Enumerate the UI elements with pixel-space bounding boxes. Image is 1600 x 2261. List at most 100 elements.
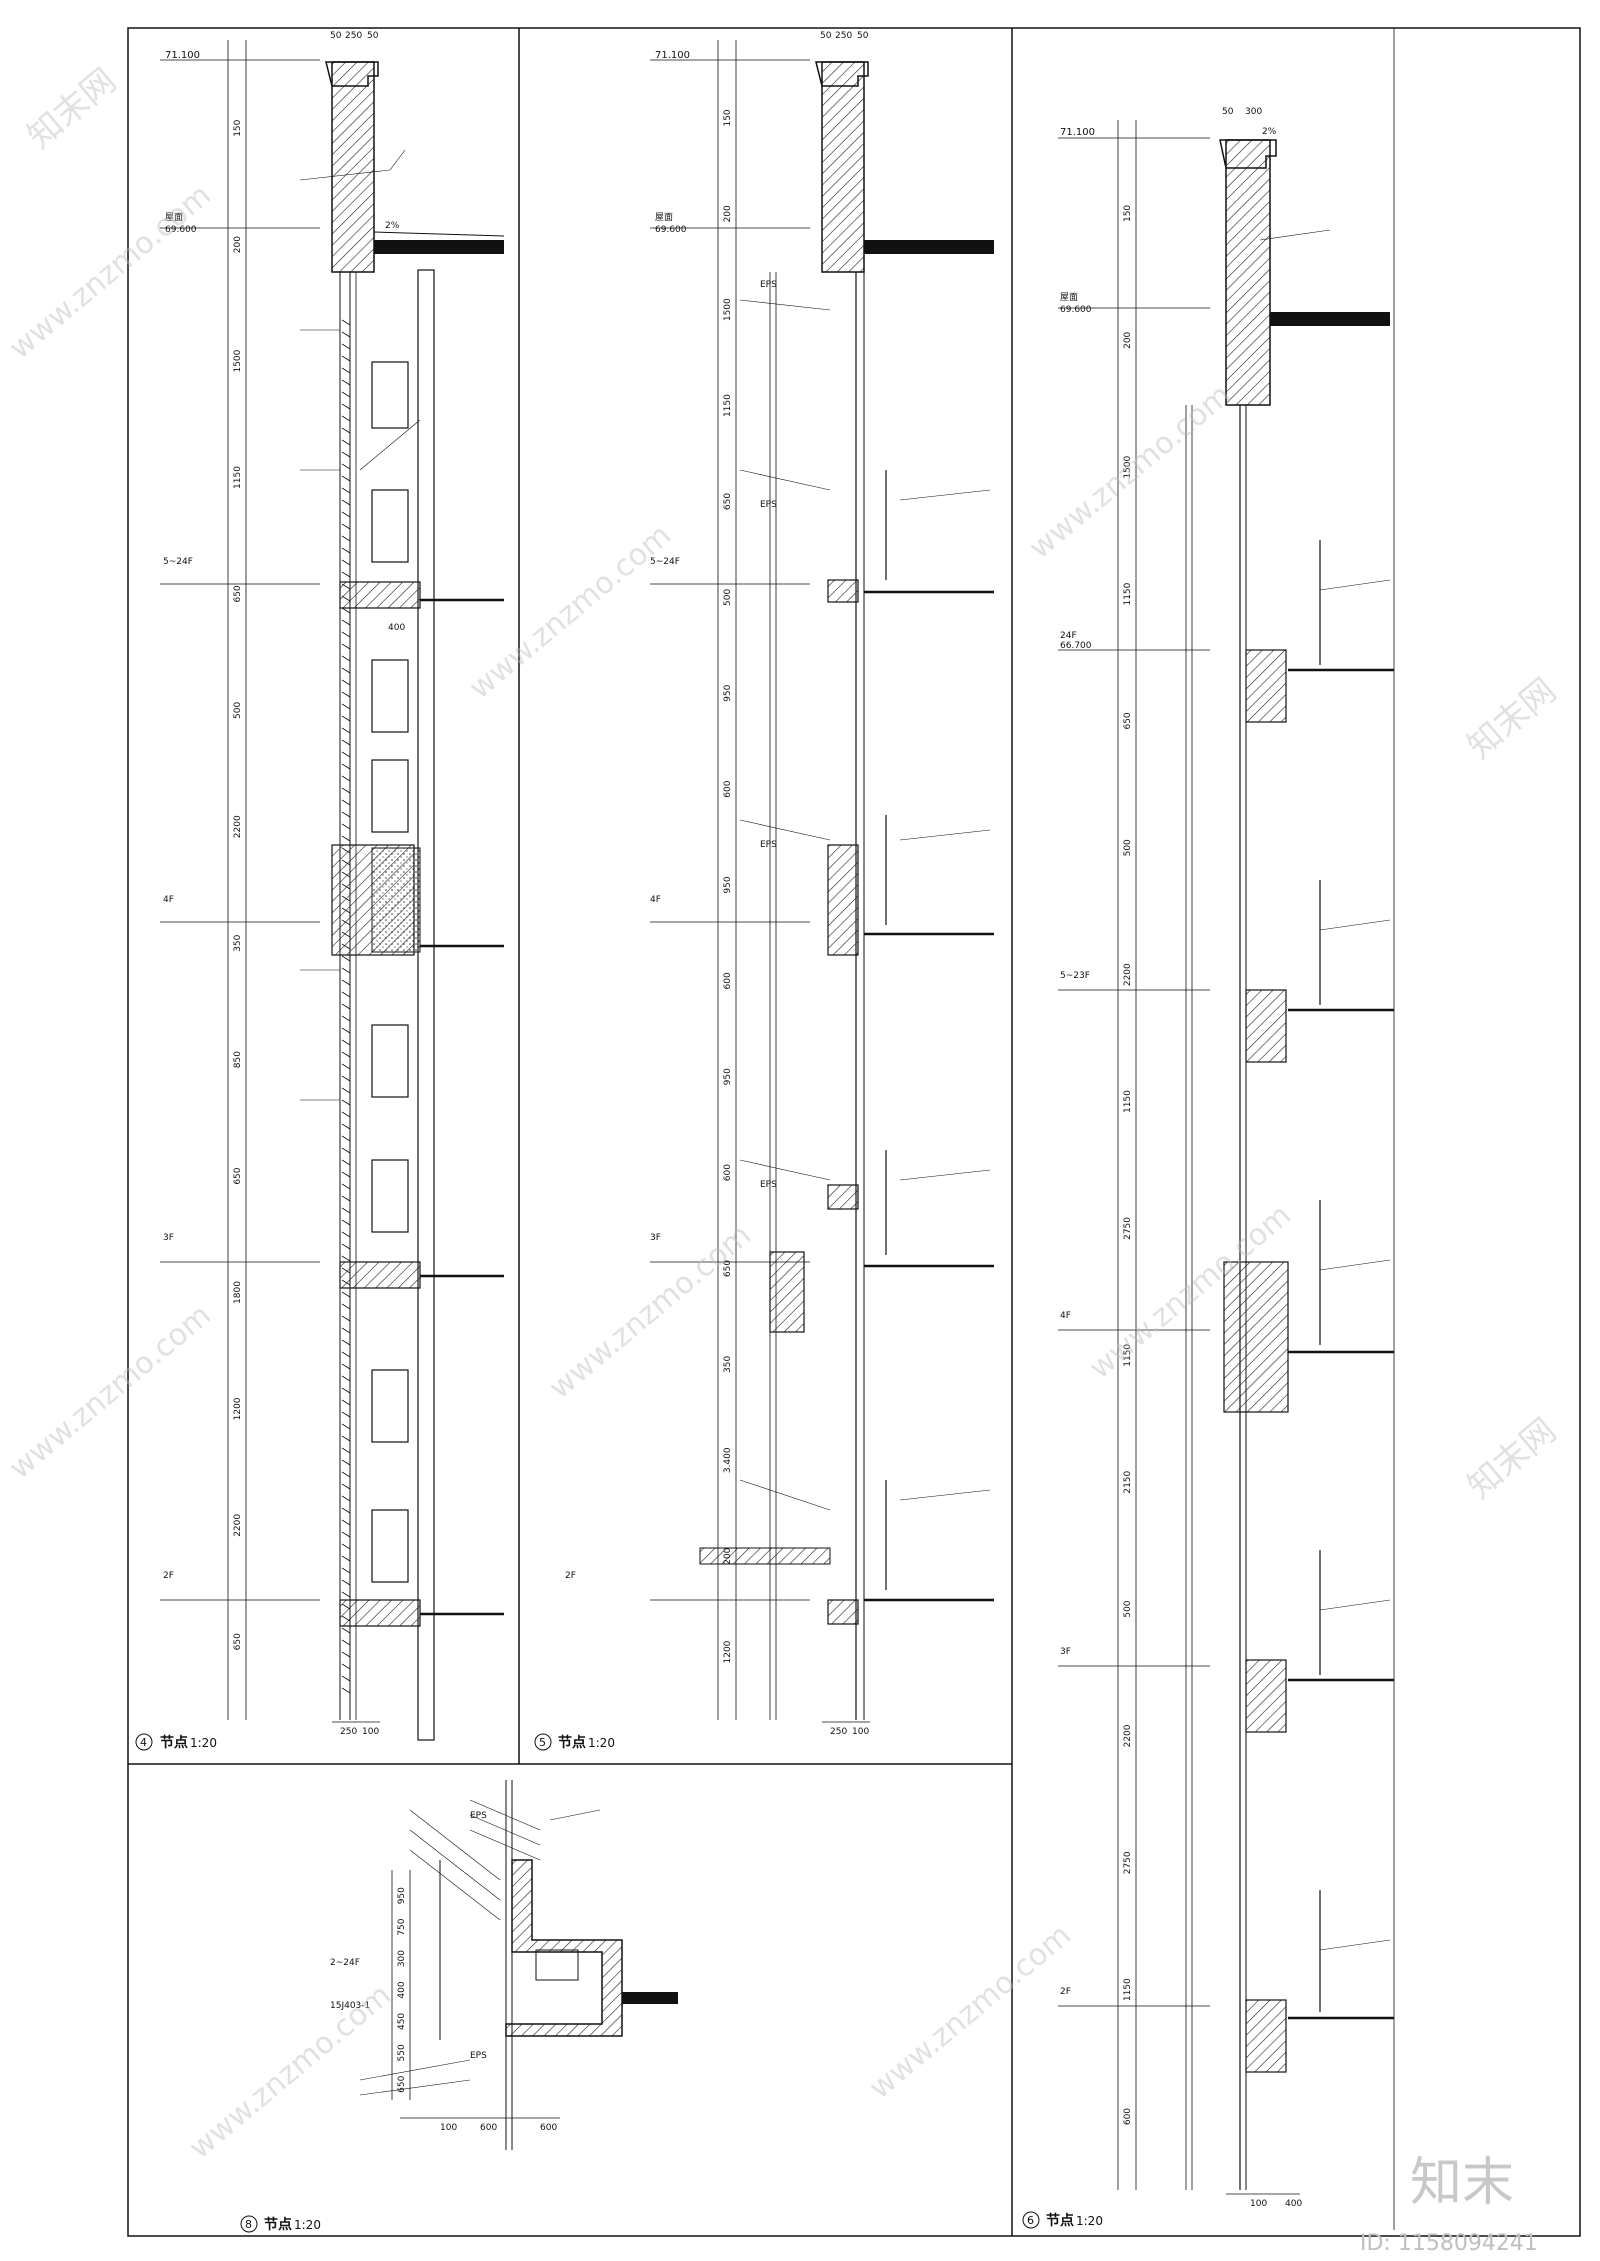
vertical-dimension: 500 <box>233 701 243 718</box>
vertical-dimension: 150 <box>723 109 733 126</box>
floor-label-d4: 3F <box>163 1233 174 1243</box>
louvre-blade <box>341 655 351 662</box>
louvre-blade <box>341 1195 351 1202</box>
louvre-blade <box>341 1363 351 1370</box>
bottom-dim-d8: 600 <box>480 2123 497 2133</box>
roof-elevation-d6: 69.600 <box>1060 305 1092 315</box>
louvre-blade <box>341 1003 351 1010</box>
watermark-brand: 知末网 <box>20 61 124 157</box>
logo-text: 知末 <box>1410 2153 1514 2213</box>
box-dim-d4: 400 <box>388 623 405 633</box>
roof-slab-d4 <box>374 240 504 254</box>
vertical-dimension: 400 <box>397 1981 407 1998</box>
louvre-blade <box>341 1183 351 1190</box>
louvre-blade <box>341 1243 351 1250</box>
louvre-blade <box>341 1255 351 1262</box>
louvre-blade <box>341 403 351 410</box>
detail-8-drawing <box>359 1780 678 2150</box>
detail-4-drawing <box>160 40 505 1741</box>
louvre-blade <box>341 547 351 554</box>
detail-6-text: 71.100 屋面 69.600 24F 66.700 5~23F 4F 3F … <box>1022 107 1302 2229</box>
louvre-blade <box>341 1099 351 1106</box>
detail-title-d8: 节点 <box>264 2216 292 2233</box>
floor-label-d5: 3F <box>650 1233 661 1243</box>
top-dim-d5: 50 <box>857 31 869 41</box>
louvre-blade <box>341 775 351 782</box>
vertical-dimension: 2200 <box>1123 1724 1133 1747</box>
louvre-blade <box>341 1039 351 1046</box>
watermark-brand: 知末网 <box>1460 1411 1564 1507</box>
louvre-blade <box>341 1171 351 1178</box>
top-dim-d6: 300 <box>1245 107 1262 117</box>
material-label-d8: EPS <box>470 1811 487 1821</box>
slope-d4: 2% <box>385 221 400 231</box>
louvre-blade <box>341 715 351 722</box>
bottom-dim-d8: 100 <box>440 2123 457 2133</box>
louvre-blade <box>341 523 351 530</box>
louvre-blade <box>341 451 351 458</box>
balcony-slabs-d6 <box>1223 649 1289 2073</box>
detail-number-circle-d4 <box>135 1733 153 1751</box>
floor-elevation-d6: 66.700 <box>1060 641 1092 651</box>
detail-number-d4: 4 <box>140 1736 147 1749</box>
floor-label-d6: 4F <box>1060 1311 1071 1321</box>
louvre-blade <box>341 955 351 962</box>
detail-6-drawing <box>1058 28 1395 2230</box>
floor-label-d6: 2F <box>1060 1987 1071 1997</box>
floor-label-d6: 24F <box>1060 631 1077 641</box>
vertical-dimension: 2150 <box>1123 1470 1133 1493</box>
dimension-chain-d4 <box>227 40 247 1720</box>
louvre-blade <box>341 1651 351 1658</box>
louvre-blade <box>341 811 351 818</box>
material-label-d8: EPS <box>470 2051 487 2061</box>
vertical-dimension: 1800 <box>233 1281 243 1304</box>
roof-label-d5: 屋面 <box>655 212 673 223</box>
bottom-dim-d4: 100 <box>362 1727 379 1737</box>
louvre-blade <box>341 1471 351 1478</box>
vertical-dimension: 950 <box>723 1068 733 1085</box>
detail-number-d5: 5 <box>539 1736 546 1749</box>
top-dim-d4: 50 <box>330 31 342 41</box>
louvre-blade <box>341 1507 351 1514</box>
louvre-blade <box>341 1327 351 1334</box>
louvre-blade <box>341 1483 351 1490</box>
detail-8-text: 2~24F EPS EPS 15J403-1 100 600 600 95075… <box>240 1811 557 2233</box>
louvre-blade <box>341 1495 351 1502</box>
floor-label-d5: 2F <box>565 1571 576 1581</box>
louvre-blade <box>341 1231 351 1238</box>
watermark-text: www.znzmo.com <box>463 518 678 707</box>
roof-label-d4: 屋面 <box>165 212 183 223</box>
detail-number-d6: 6 <box>1027 2214 1034 2227</box>
floor-slabs-d4 <box>331 581 421 1627</box>
floor-label-d4: 2F <box>163 1571 174 1581</box>
vertical-dimension: 1500 <box>233 349 243 372</box>
louvre-blade <box>341 1399 351 1406</box>
material-label-d5: EPS <box>760 280 777 290</box>
vertical-dimension: 200 <box>723 205 733 222</box>
vertical-dimension: 200 <box>1123 331 1133 348</box>
louvre-blade <box>341 355 351 362</box>
ac-units-d4 <box>371 361 409 1583</box>
slope-d6: 2% <box>1262 127 1277 137</box>
louvre-blade <box>341 319 351 326</box>
louvre-blade <box>341 1063 351 1070</box>
detail-number-circle-d8 <box>240 2215 258 2233</box>
louvre-blade <box>341 391 351 398</box>
louvre-blade <box>341 439 351 446</box>
louvre-blade <box>341 1567 351 1574</box>
vertical-dimension: 600 <box>723 972 733 989</box>
vertical-dimension: 1150 <box>1123 1978 1133 2001</box>
parapet-d4 <box>331 61 375 273</box>
vertical-dimension: 350 <box>233 934 243 951</box>
louvre-blade <box>341 1663 351 1670</box>
vertical-dimension: 650 <box>233 585 243 602</box>
floor-label-d4: 4F <box>163 895 174 905</box>
vertical-dimension: 650 <box>723 493 733 510</box>
watermark-text: www.znzmo.com <box>183 1978 398 2167</box>
louvre-blade <box>341 607 351 614</box>
vertical-dimension: 500 <box>723 588 733 605</box>
louvre-blade <box>341 835 351 842</box>
top-dim-d5: 250 <box>835 31 852 41</box>
louvre-blade <box>341 511 351 518</box>
vertical-dimension: 650 <box>397 2075 407 2092</box>
